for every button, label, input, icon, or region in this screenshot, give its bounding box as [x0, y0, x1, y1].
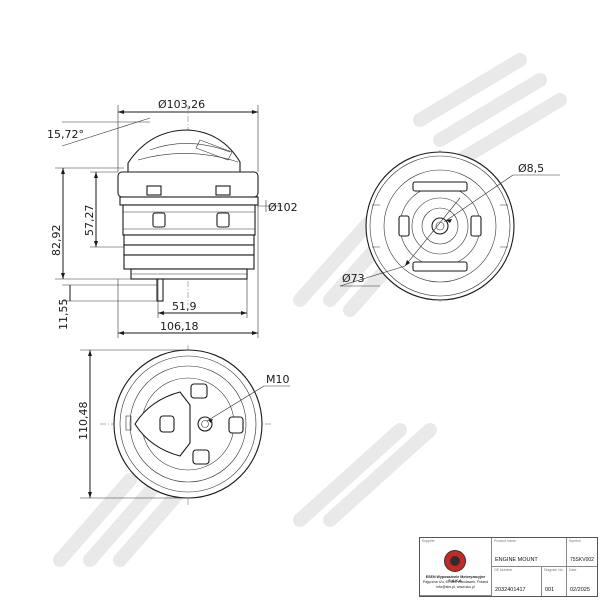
tb-symbol: 75SKV002: [570, 557, 594, 563]
dim-pitch-diameter: Ø73: [342, 272, 365, 285]
tb-diagram-no-cell: Diagram No. 001: [542, 567, 567, 596]
side-view: [117, 105, 259, 305]
dim-bolt-hole: Ø8,5: [518, 162, 544, 175]
title-block: Supplier ESEN Wyposażenie Motoryzacyjne …: [419, 537, 598, 597]
tb-product-name-cell: Product name ENGINE MOUNT: [492, 538, 567, 567]
dim-flange-diameter: Ø102: [268, 201, 298, 214]
tb-product-name: ENGINE MOUNT: [495, 557, 538, 563]
top-dimensions: Ø8,5 Ø73: [339, 162, 560, 287]
tb-oe-number-caption: OE Number: [494, 568, 513, 572]
tb-oe-number: 2032401417: [495, 587, 526, 593]
tb-company-line-3: info@sks.pl, www.sks.pl: [436, 585, 475, 589]
dim-depth: 110,48: [77, 402, 90, 441]
tb-diagram-no: 001: [545, 587, 555, 593]
company-logo: [444, 550, 466, 572]
dim-stud-height: 11,55: [57, 299, 70, 331]
tb-date: 02/2025: [570, 587, 590, 593]
tb-symbol-cell: Symbol 75SKV002: [567, 538, 597, 567]
tb-company-caption: Supplier: [422, 539, 435, 543]
tb-company-line-1: ESEN Wyposażenie Motoryzacyjne S.A.K.A.: [425, 575, 486, 583]
tb-company-line-2: Pajęczna 4/u, 87-800 Włocławek, Poland: [422, 580, 489, 584]
tb-date-caption: Date: [569, 568, 577, 572]
tb-oe-number-cell: OE Number 2032401417: [492, 567, 542, 596]
tb-date-cell: Date 02/2025: [567, 567, 597, 596]
tb-company-cell: Supplier ESEN Wyposażenie Motoryzacyjne …: [420, 538, 492, 596]
tb-diagram-no-caption: Diagram No.: [544, 568, 564, 572]
tb-product-name-caption: Product name: [494, 539, 516, 543]
top-view: [365, 150, 515, 302]
watermark: [53, 53, 567, 567]
bottom-dimensions: 110,48 M10: [77, 349, 290, 499]
dim-width-total: 106,18: [160, 320, 199, 333]
dim-top-diameter: Ø103,26: [158, 98, 205, 111]
dim-height-total: 82,92: [50, 225, 63, 257]
bottom-view: [100, 345, 272, 505]
dim-width-inner: 51,9: [172, 300, 197, 313]
side-dimensions: Ø103,26 15,72° Ø102 82,92 57,27 11,55 51…: [47, 98, 298, 338]
dim-angle: 15,72°: [47, 128, 84, 141]
dim-height-upper: 57,27: [83, 205, 96, 237]
tb-symbol-caption: Symbol: [569, 539, 581, 543]
dim-thread: M10: [266, 373, 290, 386]
